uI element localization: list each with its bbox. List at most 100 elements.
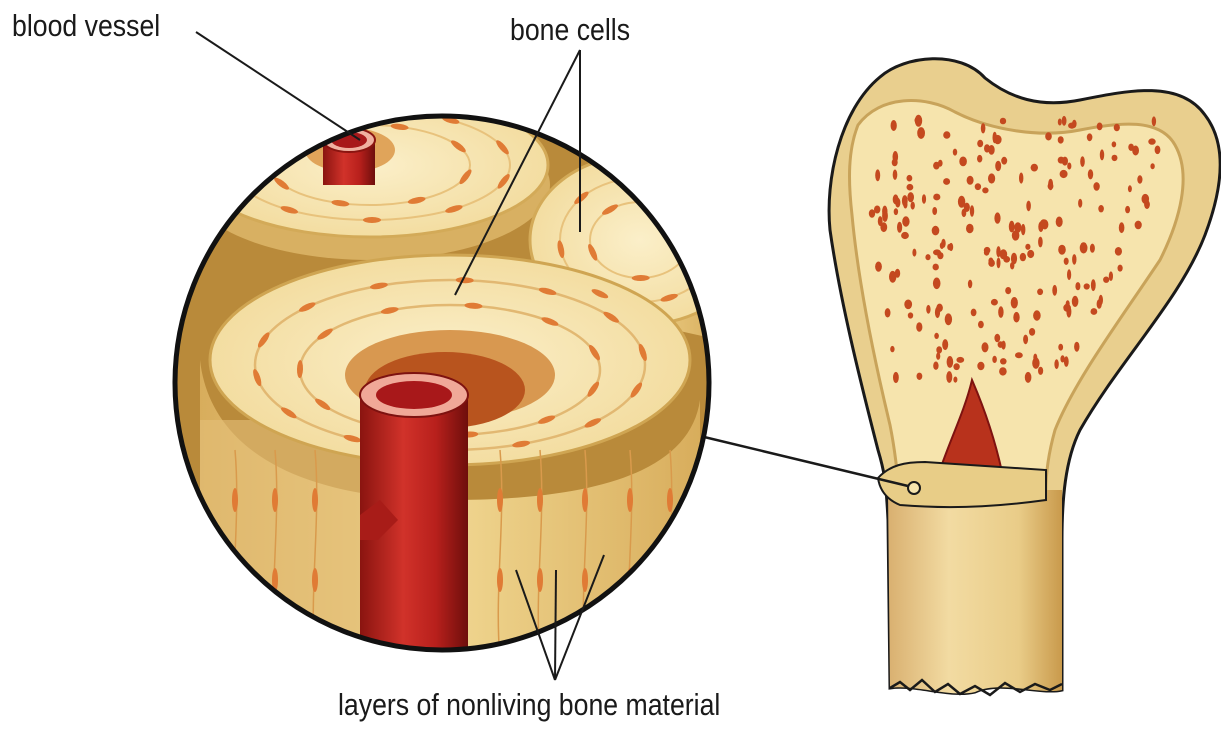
spongy-pore [897,222,902,233]
spongy-pore [885,308,891,317]
spongy-pore [902,195,908,206]
spongy-pore [1013,312,1019,323]
spongy-pore [953,363,959,370]
spongy-pore [991,299,998,306]
spongy-pore [934,333,939,339]
magnified-view [170,93,750,665]
bone-cell [667,488,673,512]
spongy-pore [1119,222,1125,233]
spongy-pore [1011,297,1018,308]
spongy-pore [889,271,896,283]
bone-cell [682,242,694,261]
spongy-pore [1067,269,1071,280]
spongy-pore [1009,221,1015,233]
spongy-pore [995,161,1001,171]
spongy-pore [1011,253,1017,265]
blood-vessel-main [360,373,468,665]
spongy-pore [959,157,967,167]
bone-cell [228,140,244,158]
bone-cell [537,488,543,512]
spongy-pore [993,132,997,144]
spongy-pore [1155,146,1161,155]
spongy-pore [932,207,937,215]
spongy-pore [901,232,909,239]
bone-cell [659,202,678,216]
spongy-pore [1097,123,1103,131]
spongy-pore [1075,282,1080,290]
bone-cell [359,107,377,113]
spongy-pore [967,176,974,185]
spongy-pore [912,249,916,257]
spongy-pore [875,262,882,272]
spongy-pore [926,305,930,314]
spongy-pore [1091,279,1096,291]
spongy-pore [1058,245,1066,255]
bone-cell [710,249,722,268]
spongy-pore [890,346,894,352]
spongy-pore [1118,265,1123,272]
spongy-pore [1142,194,1150,204]
spongy-pore [933,362,938,370]
spongy-pore [1088,169,1093,179]
spongy-pore [1074,342,1079,352]
spongy-pore [1001,341,1005,350]
spongy-pore [1025,372,1032,383]
zoom-origin-marker [908,482,920,494]
spongy-pore [1037,289,1043,296]
spongy-pore [902,216,909,226]
spongy-pore [933,278,941,290]
spongy-pore [1115,247,1122,256]
spongy-pore [966,224,974,233]
spongy-pore [970,205,974,217]
spongy-pore [936,304,943,312]
blood-vessel-small [323,128,375,185]
spongy-pore [1112,155,1118,161]
spongy-pore [1064,356,1069,367]
spongy-pore [904,300,912,310]
spongy-pore [1152,116,1156,126]
bone-cell [314,125,333,135]
spongy-pore [953,377,957,383]
spongy-pore [894,208,898,215]
spongy-pore [1109,271,1113,281]
spongy-pore [1125,206,1130,213]
spongy-pore [922,194,926,204]
spongy-pore [988,258,993,265]
spongy-pore [982,342,989,352]
spongy-pore [942,339,948,350]
spongy-pore [1020,253,1026,261]
bone-cell [272,488,278,512]
spongy-pore [1063,304,1071,312]
spongy-pore [1112,141,1117,147]
spongy-pore [940,242,944,249]
spongy-pore [932,226,940,236]
spongy-pore [1067,163,1071,170]
spongy-pore [1091,308,1098,315]
bone-cell [582,488,588,512]
spongy-pore [1078,199,1082,208]
spongy-pore [1062,116,1067,126]
spongy-pore [1005,287,1011,294]
spongy-pore [875,169,880,181]
bone-cell [232,568,238,592]
label-bone-layers: layers of nonliving bone material [338,689,720,720]
bone-cell [537,568,543,592]
spongy-pore [1093,182,1099,191]
spongy-pore [943,131,950,139]
spongy-pore [1058,157,1065,164]
spongy-pore [907,175,913,182]
spongy-pore [1068,123,1076,129]
spongy-pore [1023,335,1028,345]
label-bone-cells: bone cells [510,14,630,45]
spongy-pore [1029,328,1035,336]
spongy-pore [933,194,940,201]
bone-cell [627,488,633,512]
spongy-pore [975,183,981,190]
spongy-pore [988,145,994,155]
spongy-pore [953,149,957,156]
spongy-pore [1087,133,1093,141]
spongy-pore [956,357,964,363]
spongy-pore [982,187,988,193]
spongy-pore [998,306,1003,318]
spongy-pore [1072,296,1079,307]
